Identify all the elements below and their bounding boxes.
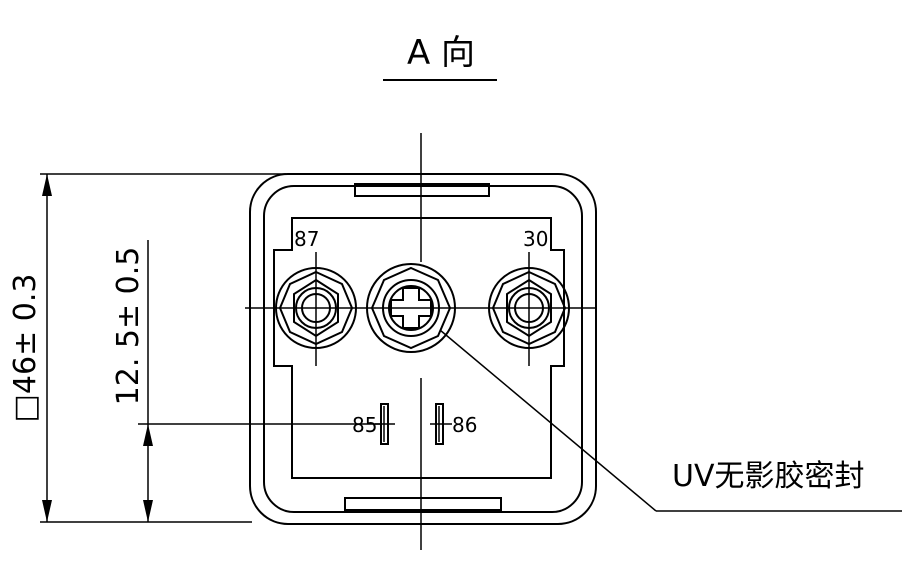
label-86: 86 [452,413,477,437]
relay-body-inner [263,185,583,513]
terminal-86 [430,403,452,445]
outer-size-label: □46± 0.3 [8,274,43,423]
callout-leader [439,329,657,512]
label-30: 30 [523,227,548,251]
label-87: 87 [294,227,319,251]
top-tab [354,183,490,197]
outer-size-dimension [40,173,286,523]
terminal-plate [273,217,565,479]
relay-body-outer [249,173,597,525]
view-title: A 向 [407,33,475,73]
label-85: 85 [352,413,377,437]
bottom-tab [344,497,502,511]
terminal-height-label: 12. 5± 0.5 [111,247,146,406]
callout-label: UV无影胶密封 [672,459,864,494]
terminal-height-dimension [138,240,380,522]
